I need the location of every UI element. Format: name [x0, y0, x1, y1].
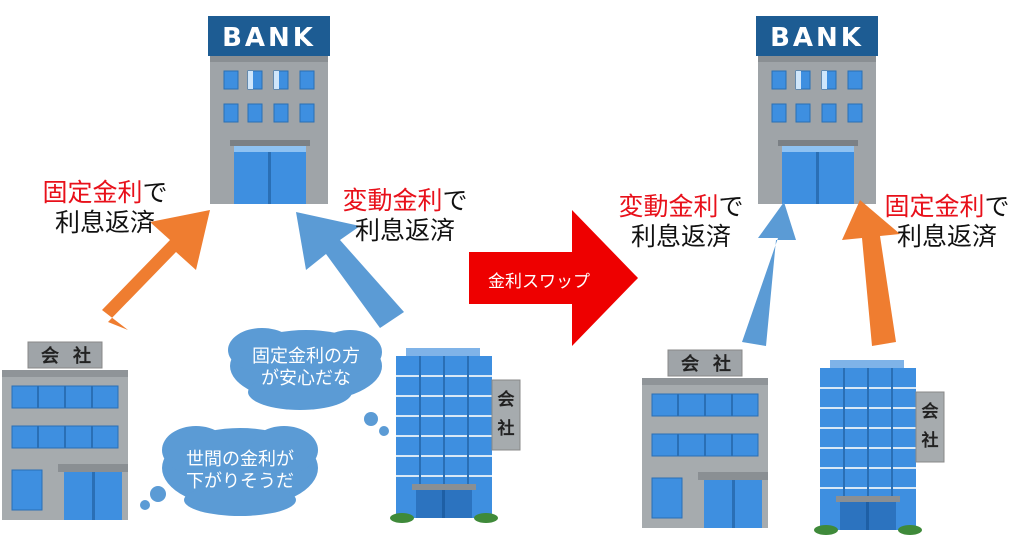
company-sign-char-1: 会 — [41, 345, 59, 367]
variable-rate-suffix: で — [718, 192, 744, 221]
company-sign-char-2: 社 — [713, 353, 731, 375]
variable-rate-arrow-left — [296, 212, 404, 328]
fixed-rate-suffix: で — [142, 178, 168, 207]
variable-rate-arrow-right — [742, 202, 796, 346]
bank-sign-text: BANK — [770, 23, 864, 53]
bank-building-left: BANK — [207, 15, 331, 205]
bank-sign-text: BANK — [222, 23, 316, 53]
company-sign-char-2: 社 — [73, 345, 91, 367]
swap-arrow — [469, 210, 638, 346]
thought-text-variable: 世間の金利が 下がりそうだ — [186, 449, 294, 492]
fixed-rate-arrow-right — [842, 200, 900, 346]
fixed-rate-label-right: 固定金利で 利息返済 — [872, 192, 1022, 252]
company-sign-char-1: 会 — [498, 389, 515, 410]
repay-text: 利息返済 — [354, 216, 455, 245]
company-small-left: 会 社 — [1, 341, 129, 521]
company-sign-char-1: 会 — [922, 401, 939, 422]
company-sign-char-2: 社 — [921, 430, 939, 451]
repay-text: 利息返済 — [54, 208, 155, 237]
thought-bubble-variable — [140, 426, 318, 516]
swap-label: 金利スワップ — [488, 272, 590, 292]
repay-text: 利息返済 — [630, 222, 731, 251]
thought-bubble-fixed — [228, 328, 389, 436]
company-sign-char-1: 会 — [681, 353, 699, 375]
fixed-rate-suffix: で — [984, 192, 1010, 221]
fixed-rate-highlight: 固定金利 — [884, 192, 985, 221]
company-tall-right: 会 社 — [813, 359, 945, 536]
variable-rate-highlight: 変動金利 — [618, 192, 719, 221]
thought-text-fixed: 固定金利の方 が安心だな — [252, 346, 360, 389]
variable-rate-label-left: 変動金利で 利息返済 — [330, 186, 480, 246]
variable-rate-label-right: 変動金利で 利息返済 — [606, 192, 756, 252]
repay-text: 利息返済 — [896, 222, 997, 251]
fixed-rate-highlight: 固定金利 — [42, 178, 143, 207]
fixed-rate-arrow-left — [102, 210, 210, 330]
company-small-right: 会 社 — [641, 349, 769, 529]
bank-building-right: BANK — [755, 15, 879, 205]
variable-rate-highlight: 変動金利 — [342, 186, 443, 215]
company-tall-left: 会 社 — [389, 347, 521, 524]
fixed-rate-label-left: 固定金利で 利息返済 — [30, 178, 180, 238]
company-sign-char-2: 社 — [497, 418, 515, 439]
variable-rate-suffix: で — [442, 186, 468, 215]
